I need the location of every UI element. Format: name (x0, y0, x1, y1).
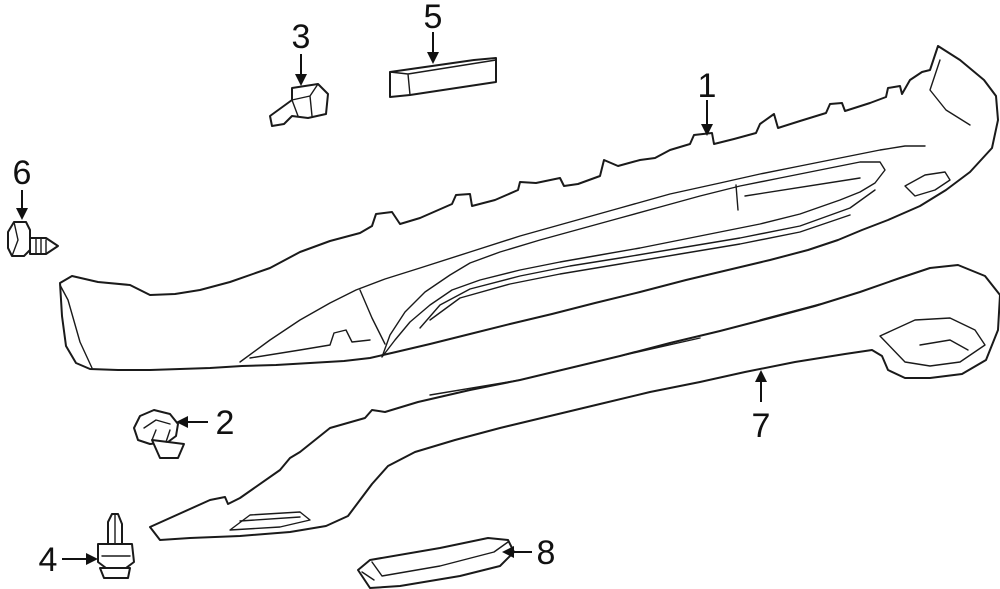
callout-8: 8 (537, 534, 556, 572)
part-3-bracket[interactable] (269, 83, 329, 127)
part-4-clip[interactable] (97, 513, 135, 579)
leader-line-5 (427, 32, 439, 64)
leader-line-8 (502, 546, 532, 558)
part-6-screw[interactable] (7, 221, 59, 257)
leader-line-2 (176, 416, 208, 428)
part-2-push-pin[interactable] (133, 409, 185, 459)
leader-line-6 (16, 190, 28, 220)
callout-2: 2 (216, 404, 235, 442)
callout-4: 4 (39, 541, 58, 579)
part-8-reflector[interactable] (357, 537, 515, 589)
part-5-bar[interactable] (389, 57, 497, 98)
leader-line-1 (701, 100, 713, 136)
callout-5: 5 (424, 0, 443, 36)
part-1-bumper-cover[interactable] (59, 45, 999, 371)
callout-3: 3 (292, 18, 311, 56)
part-7-valance[interactable] (149, 264, 1000, 541)
leader-line-3 (295, 54, 307, 86)
callout-6: 6 (13, 154, 32, 192)
callout-7: 7 (752, 407, 771, 445)
callout-1: 1 (698, 67, 717, 105)
leader-line-7 (755, 370, 767, 402)
leader-line-4 (62, 553, 98, 565)
